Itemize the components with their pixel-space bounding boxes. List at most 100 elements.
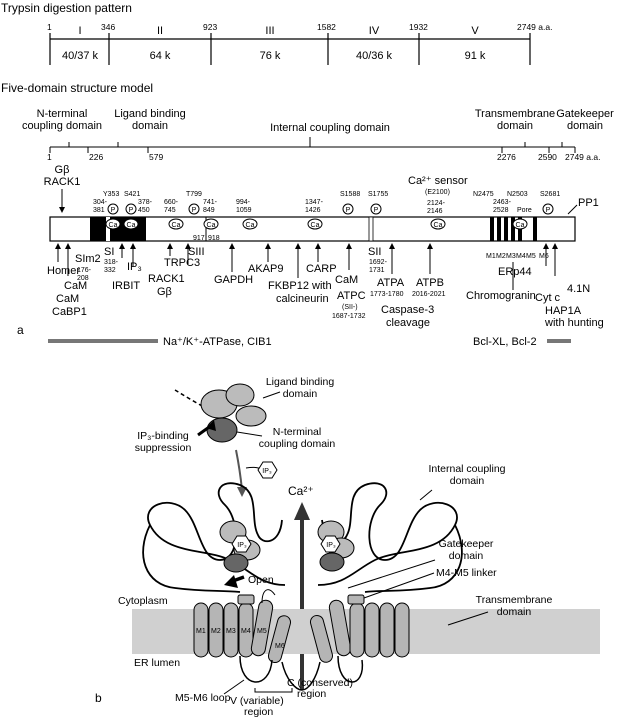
label-akap9: AKAP9 bbox=[248, 263, 283, 275]
trypsin-tick-346: 346 bbox=[101, 22, 115, 32]
label-994: 994- bbox=[236, 199, 251, 206]
helix-m5-right bbox=[328, 599, 352, 657]
label-m4: M4 bbox=[516, 253, 526, 260]
label-cam-homer: CaM bbox=[64, 280, 87, 292]
label-si: SI bbox=[104, 246, 114, 258]
na-k-atpase-bar bbox=[48, 339, 158, 343]
leader-gatekeeper bbox=[347, 559, 436, 589]
label-pp1: PP1 bbox=[578, 197, 599, 209]
svg-text:P: P bbox=[129, 207, 134, 214]
label-1347: 1347- bbox=[305, 199, 324, 206]
label-n2475: N2475 bbox=[473, 191, 494, 198]
left-helix-labels: M1 M2 M3 M4 M5 M6 bbox=[196, 628, 285, 650]
helix-m6-right bbox=[309, 614, 334, 663]
fragment-size: 40/37 k bbox=[62, 50, 99, 62]
ligand-lobe bbox=[235, 405, 267, 427]
label-2124: 2124- bbox=[427, 200, 446, 207]
ca-site-letters: Ca Ca Ca Ca Ca Ca Ca Ca bbox=[109, 222, 525, 229]
ca-site bbox=[512, 218, 528, 230]
svg-text:M1: M1 bbox=[196, 628, 206, 635]
helix-m2 bbox=[208, 602, 224, 658]
arrowhead bbox=[59, 207, 65, 213]
leader-internal bbox=[419, 489, 433, 501]
fragment-roman: V bbox=[471, 25, 479, 37]
svg-text:Ca: Ca bbox=[172, 222, 181, 229]
panel-letter-a: a bbox=[17, 323, 24, 337]
m4m5-linker-right bbox=[347, 594, 365, 605]
left-loop-tail bbox=[142, 524, 241, 593]
label-er-lumen: ER lumen bbox=[134, 657, 180, 669]
right-ip3-hexagon bbox=[320, 535, 341, 553]
svg-text:P: P bbox=[374, 207, 379, 214]
trypsin-section: Trypsin digestion pattern 1 346 923 1582… bbox=[1, 1, 552, 65]
m3-segment bbox=[504, 217, 508, 241]
svg-text:Ca: Ca bbox=[207, 222, 216, 229]
label-2146: 2146 bbox=[427, 208, 443, 215]
svg-text:P: P bbox=[192, 207, 197, 214]
left-ip3-label: IP₃ bbox=[237, 542, 247, 549]
label-381: 381 bbox=[93, 207, 105, 214]
phospho-site bbox=[342, 203, 354, 215]
phospho-site bbox=[188, 203, 200, 215]
label-208: 208 bbox=[77, 275, 89, 282]
fragment-size: 64 k bbox=[150, 50, 171, 62]
phospho-site bbox=[125, 203, 137, 215]
label-pore: Pore bbox=[517, 207, 532, 214]
label-2463: 2463- bbox=[493, 199, 512, 206]
label-n2503: N2503 bbox=[507, 191, 528, 198]
svg-text:M5: M5 bbox=[257, 628, 267, 635]
left-loop-connector bbox=[261, 589, 276, 604]
helix-m4-right bbox=[349, 602, 365, 658]
ca-site bbox=[105, 218, 121, 230]
model-tick-2276: 2276 bbox=[497, 152, 516, 162]
svg-text:P: P bbox=[546, 207, 551, 214]
suppression-arrowhead bbox=[206, 420, 216, 431]
helix-m5 bbox=[250, 599, 274, 657]
ca-site bbox=[307, 218, 323, 230]
m1-segment bbox=[490, 217, 494, 241]
label-m2: M2 bbox=[496, 253, 506, 260]
label-1059: 1059 bbox=[236, 207, 252, 214]
trypsin-tick-marks bbox=[49, 33, 531, 65]
left-pore-loop bbox=[281, 661, 303, 691]
svg-text:P: P bbox=[111, 207, 116, 214]
label-with-hunting: with hunting bbox=[544, 317, 604, 329]
fragment-size: 40/36 k bbox=[356, 50, 393, 62]
helix-m3 bbox=[223, 602, 239, 658]
ca-site bbox=[430, 218, 446, 230]
label-y353: Y353 bbox=[103, 191, 119, 198]
helix-m6 bbox=[267, 615, 292, 664]
svg-text:Ca: Ca bbox=[434, 222, 443, 229]
ip3-hexagon-label: IP₃ bbox=[262, 468, 272, 475]
ip3-arrowhead bbox=[237, 487, 247, 497]
label-m6: M6 bbox=[539, 253, 549, 260]
ca-site bbox=[242, 218, 258, 230]
label-e2100: (E2100) bbox=[425, 189, 450, 196]
trypsin-tick-1932: 1932 bbox=[409, 22, 428, 32]
label-internal-domain: Internal coupling domain bbox=[270, 122, 390, 134]
ip3-hexagon bbox=[257, 461, 278, 479]
helix-m1 bbox=[193, 602, 209, 658]
label-chromogranin: Chromogranin bbox=[466, 290, 536, 302]
leader-transmembrane bbox=[447, 611, 489, 626]
label-741: 741- bbox=[203, 199, 218, 206]
svg-text:Ca: Ca bbox=[311, 222, 320, 229]
label-na-k-atpase: Na⁺/K⁺-ATPase, CIB1 bbox=[163, 336, 272, 348]
svg-text:M4: M4 bbox=[241, 628, 251, 635]
label-sii-minus: (SII-) bbox=[342, 304, 358, 311]
label-t799: T799 bbox=[186, 191, 202, 198]
m6-segment bbox=[533, 217, 537, 241]
trypsin-title: Trypsin digestion pattern bbox=[1, 1, 132, 15]
helix-m3-right bbox=[364, 602, 380, 658]
fragment-size: 76 k bbox=[260, 50, 281, 62]
label-trpc3: TRPC3 bbox=[164, 257, 200, 269]
label-918: 918 bbox=[208, 235, 220, 242]
label-176: 176- bbox=[77, 267, 92, 274]
svg-text:M2: M2 bbox=[211, 628, 221, 635]
label-atpa: ATPA bbox=[377, 277, 405, 289]
label-erp44: ERp44 bbox=[498, 266, 532, 278]
